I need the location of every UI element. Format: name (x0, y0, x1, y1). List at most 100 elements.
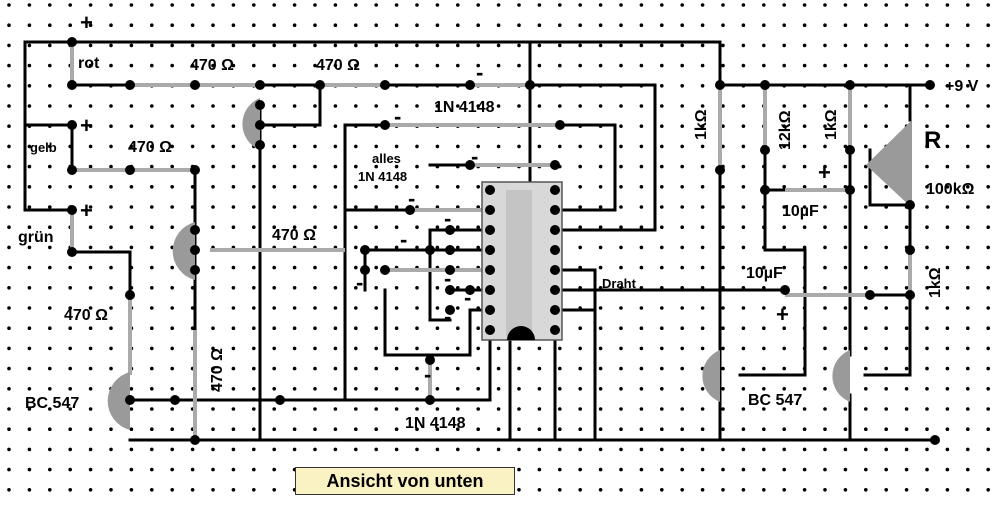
solder-pad (845, 80, 855, 90)
grid-dot (904, 447, 909, 452)
grid-dot (252, 63, 256, 68)
grid-dot (823, 43, 827, 48)
grid-dot (109, 205, 113, 209)
grid-dot (619, 3, 623, 7)
grid-dot (598, 265, 603, 270)
grid-dot (823, 265, 827, 270)
grid-dot (415, 225, 419, 229)
grid-dot (88, 185, 93, 189)
grid-dot (598, 164, 603, 169)
grid-dot (864, 124, 868, 128)
solder-pad (360, 245, 370, 255)
grid-dot (150, 286, 154, 290)
grid-dot (966, 265, 970, 270)
grid-dot (700, 124, 705, 128)
grid-dot (415, 245, 419, 250)
grid-dot (700, 104, 705, 108)
grid-dot (823, 488, 827, 492)
grid-dot (435, 43, 440, 48)
grid-dot (496, 427, 501, 432)
grid-dot (945, 23, 950, 28)
solder-pad (67, 165, 77, 175)
caption-ansicht-von-unten: Ansicht von unten (295, 467, 515, 495)
grid-dot (231, 467, 236, 472)
grid-dot (7, 447, 11, 452)
grid-dot (843, 306, 848, 310)
grid-dot (354, 164, 358, 169)
grid-dot (884, 488, 888, 492)
grid-dot (578, 23, 582, 28)
grid-dot (88, 3, 93, 7)
grid-dot (496, 63, 501, 68)
minus-sign: - (471, 144, 478, 169)
grid-dot (966, 407, 970, 411)
grid-dot (884, 346, 888, 351)
grid-dot (211, 205, 215, 209)
grid-dot (170, 43, 174, 48)
grid-dot (333, 3, 338, 7)
grid-dot (578, 63, 582, 68)
grid-dot (109, 447, 113, 452)
grid-dot (558, 407, 562, 411)
grid-dot (925, 43, 929, 48)
grid-dot (456, 245, 460, 250)
grid-dot (7, 225, 11, 229)
grid-dot (394, 43, 399, 48)
grid-dot (476, 366, 481, 371)
grid-dot (843, 326, 848, 331)
grid-dot (700, 144, 705, 149)
grid-dot (904, 346, 909, 351)
grid-dot (986, 124, 990, 128)
grid-dot (680, 23, 684, 28)
grid-dot (252, 467, 256, 472)
grid-dot (843, 427, 848, 432)
grid-dot (476, 427, 481, 432)
grid-dot (272, 23, 277, 28)
grid-dot (843, 225, 848, 229)
grid-dot (680, 124, 684, 128)
grid-dot (313, 407, 317, 411)
grid-dot (435, 286, 440, 290)
grid-dot (211, 164, 215, 169)
grid-dot (292, 265, 297, 270)
grid-dot (88, 488, 93, 492)
grid-dot (272, 346, 277, 351)
grid-dot (272, 427, 277, 432)
grid-dot (782, 23, 786, 28)
grid-dot (721, 23, 725, 28)
grid-dot (272, 164, 277, 169)
grid-dot (639, 63, 644, 68)
solder-pad (255, 120, 265, 130)
grid-dot (27, 185, 32, 189)
grid-dot (150, 205, 154, 209)
grid-dot (27, 265, 32, 270)
grid-dot (292, 185, 297, 189)
grid-dot (721, 205, 725, 209)
solder-pad (905, 290, 915, 300)
grid-dot (986, 43, 990, 48)
solder-pad (465, 160, 475, 170)
solder-pad (380, 120, 390, 130)
grid-dot (354, 245, 358, 250)
grid-dot (394, 23, 399, 28)
grid-dot (762, 326, 766, 331)
grid-dot (292, 447, 297, 452)
grid-dot (333, 43, 338, 48)
grid-dot (721, 245, 725, 250)
grid-dot (782, 366, 786, 371)
grid-dot (558, 387, 562, 391)
grid-dot (354, 23, 358, 28)
grid-dot (313, 185, 317, 189)
grid-dot (68, 447, 72, 452)
grid-dot (660, 3, 664, 7)
grid-dot (435, 407, 440, 411)
grid-dot (374, 3, 379, 7)
grid-dot (231, 427, 236, 432)
grid-dot (88, 467, 93, 472)
minus-sign: - (464, 285, 471, 310)
grid-dot (741, 225, 746, 229)
grid-dot (496, 346, 501, 351)
grid-dot (619, 43, 623, 48)
grid-dot (782, 447, 786, 452)
grid-dot (27, 407, 32, 411)
